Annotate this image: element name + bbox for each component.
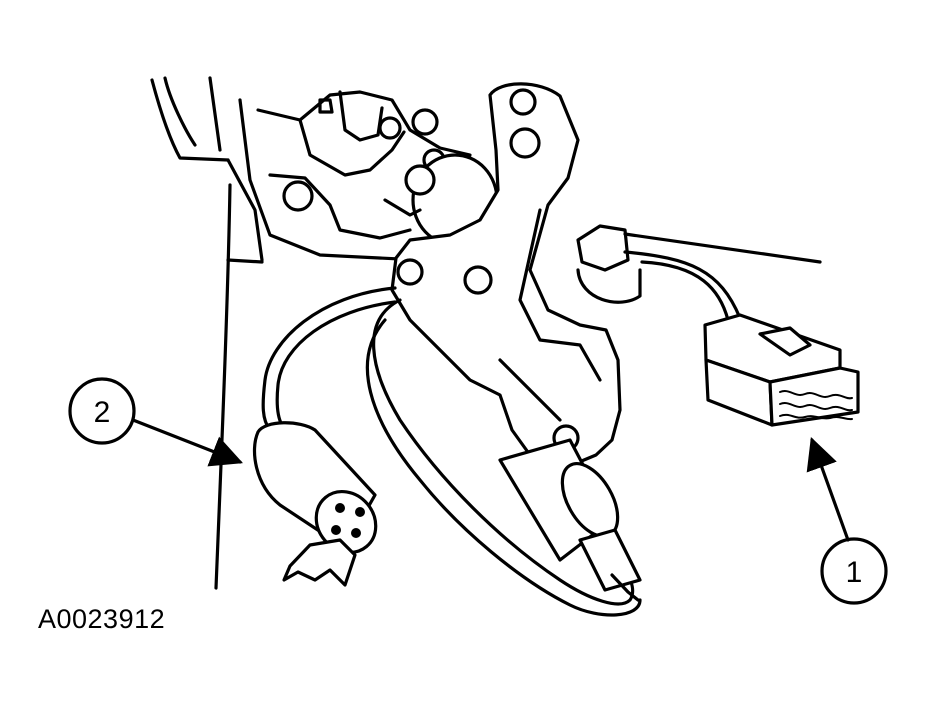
callout-1-leader — [806, 436, 850, 542]
figure-id: A0023912 — [38, 604, 166, 634]
lever-arm — [390, 82, 622, 472]
electrical-connector — [703, 313, 860, 427]
right-bracket-and-wire — [576, 224, 822, 322]
pedal-sensor-body — [498, 438, 642, 602]
body-panel-outline — [150, 76, 422, 590]
sensor-wire — [261, 286, 397, 432]
callout-1-label: 1 — [846, 556, 863, 589]
latch-bracket — [256, 90, 472, 240]
callout-2: 2 — [68, 377, 243, 467]
callout-2-leader — [131, 418, 243, 467]
switch-sensor — [252, 421, 378, 587]
callout-2-label: 2 — [94, 396, 111, 429]
callout-1: 1 — [806, 436, 888, 605]
